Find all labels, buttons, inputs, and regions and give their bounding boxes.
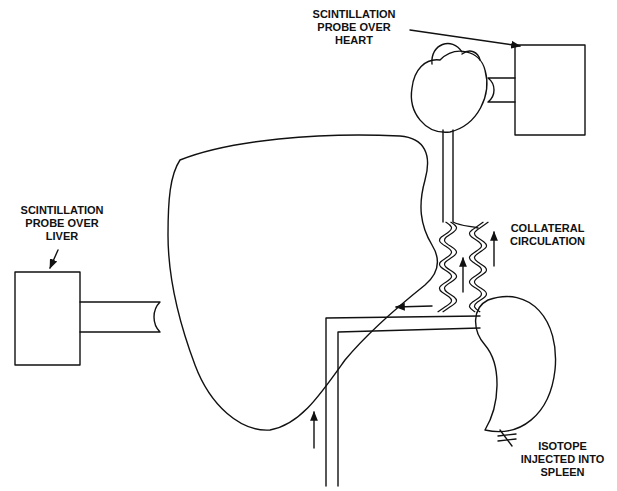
- collateral-vessel: [469, 222, 483, 312]
- label-holder: SCINTILLATION PROBE OVER LIVER: [8, 204, 116, 243]
- heart-outline: [411, 51, 486, 132]
- pointer-arrow: [50, 250, 58, 268]
- liver-probe: [15, 272, 80, 365]
- spleen-outline: [476, 296, 556, 431]
- label-holder: COLLATERAL CIRCULATION: [500, 222, 595, 248]
- liver-probe-tube: [80, 302, 160, 332]
- collateral-vessel: [438, 222, 452, 312]
- flow-arrow: [313, 412, 314, 448]
- label-holder: SCINTILLATION PROBE OVER HEART: [300, 8, 408, 47]
- esophageal-vein: [453, 130, 478, 228]
- probe-label: SCINTILLATION PROBE OVER HEART: [300, 8, 408, 47]
- aorta: [432, 43, 462, 64]
- heart-atrium: [462, 51, 480, 60]
- esophageal-vein: [442, 130, 443, 222]
- label-holder: ISOTOPE INJECTED INTO SPLEEN: [515, 440, 610, 479]
- vessel-label: COLLATERAL CIRCULATION: [500, 222, 595, 248]
- collateral-vessel: [443, 222, 457, 312]
- probe-label: SCINTILLATION PROBE OVER LIVER: [8, 204, 116, 243]
- flow-arrow: [493, 232, 494, 266]
- flow-arrow: [396, 306, 432, 307]
- flow-arrow: [462, 258, 463, 292]
- injection-label: ISOTOPE INJECTED INTO SPLEEN: [515, 440, 610, 479]
- pointer-arrow: [410, 30, 520, 46]
- injection-line: [500, 430, 512, 446]
- heart-probe-tube: [488, 78, 515, 102]
- liver-outline: [168, 135, 437, 430]
- splenic-vein: [338, 328, 480, 486]
- collateral-vessel: [474, 222, 488, 312]
- splenic-vein: [326, 316, 480, 486]
- heart-probe: [515, 45, 585, 135]
- injection-mark: [498, 434, 516, 441]
